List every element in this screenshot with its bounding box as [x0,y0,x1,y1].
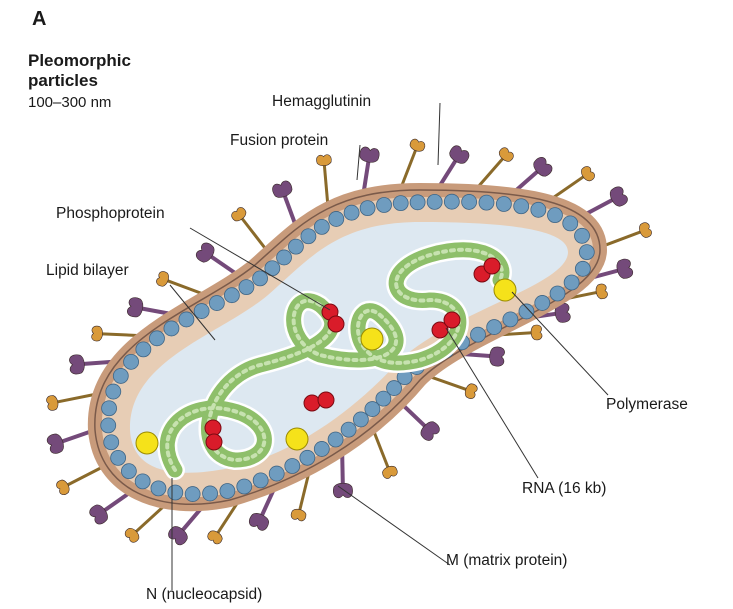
matrix-bead [203,486,218,501]
matrix-bead [564,275,579,290]
hemagglutinin-spike [46,430,95,455]
fusion-protein-spike [372,427,399,480]
matrix-bead [101,418,116,433]
matrix-bead [470,327,485,342]
matrix-bead [360,201,375,216]
size-range: 100–300 nm [28,94,111,111]
matrix-bead [239,280,254,295]
title-line-1: Pleomorphic [28,50,131,71]
matrix-bead [237,479,252,494]
label-fusion-protein: Fusion protein [230,132,328,150]
matrix-bead [519,304,534,319]
matrix-bead [314,219,329,234]
matrix-bead [277,250,292,265]
matrix-bead [151,481,166,496]
matrix-bead [135,474,150,489]
matrix-bead [121,464,136,479]
hemagglutinin-spike [400,402,442,443]
fusion-protein-spike [548,165,596,202]
matrix-bead [185,487,200,502]
matrix-bead [106,384,121,399]
label-polymerase: Polymerase [606,396,688,414]
matrix-bead [550,286,565,301]
matrix-bead [353,412,368,427]
matrix-bead [328,432,343,447]
matrix-bead [575,228,590,243]
fusion-protein-spike [400,138,426,191]
matrix-bead [220,483,235,498]
hemagglutinin-spike [87,490,133,526]
matrix-bead [479,195,494,210]
matrix-bead [462,194,477,209]
fusion-protein-spike [425,375,478,400]
matrix-bead [314,441,329,456]
hemagglutinin-spike [271,179,297,228]
matrix-bead [288,239,303,254]
label-rna: RNA (16 kb) [522,480,606,498]
matrix-bead [149,331,164,346]
matrix-bead [209,296,224,311]
title-line-2: particles [28,71,98,91]
matrix-bead [253,271,268,286]
matrix-bead [300,450,315,465]
matrix-bead [444,194,459,209]
matrix-bead [503,312,518,327]
matrix-bead [301,229,316,244]
label-matrix-protein: M (matrix protein) [446,552,567,570]
matrix-bead [410,195,425,210]
matrix-bead [547,208,562,223]
matrix-bead [104,435,119,450]
matrix-bead [224,288,239,303]
label-lipid-bilayer: Lipid bilayer [46,262,129,280]
matrix-bead [535,295,550,310]
label-phosphoprotein: Phosphoprotein [56,205,165,223]
fusion-protein-spike [474,146,515,191]
matrix-bead [341,422,356,437]
hemagglutinin-spike [582,185,630,216]
fusion-protein-spike [230,206,269,253]
matrix-bead [427,194,442,209]
matrix-bead [344,205,359,220]
matrix-bead [377,198,392,213]
matrix-bead [102,401,117,416]
matrix-bead [487,320,502,335]
matrix-bead [365,402,380,417]
matrix-bead [531,202,546,217]
matrix-bead [124,354,139,369]
matrix-bead [113,368,128,383]
matrix-bead [136,342,151,357]
label-hemagglutinin: Hemagglutinin [272,93,371,111]
matrix-bead [496,197,511,212]
hemagglutinin-spike [194,241,240,277]
panel-letter: A [32,8,46,31]
matrix-bead [111,450,126,465]
matrix-bead [329,211,344,226]
matrix-bead [579,245,594,260]
matrix-bead [563,216,578,231]
matrix-bead [269,466,284,481]
label-nucleocapsid: N (nucleocapsid) [146,586,262,604]
hemagglutinin-spike [437,144,471,190]
matrix-bead [194,304,209,319]
fusion-protein-spike [600,221,653,247]
fusion-protein-spike [155,270,208,296]
matrix-bead [168,485,183,500]
matrix-bead [393,196,408,211]
matrix-bead [285,459,300,474]
matrix-bead [164,321,179,336]
matrix-bead [179,312,194,327]
matrix-bead [253,473,268,488]
matrix-bead [575,261,590,276]
matrix-bead [514,199,529,214]
fusion-protein-spike [123,502,168,544]
fusion-protein-spike [55,465,106,496]
